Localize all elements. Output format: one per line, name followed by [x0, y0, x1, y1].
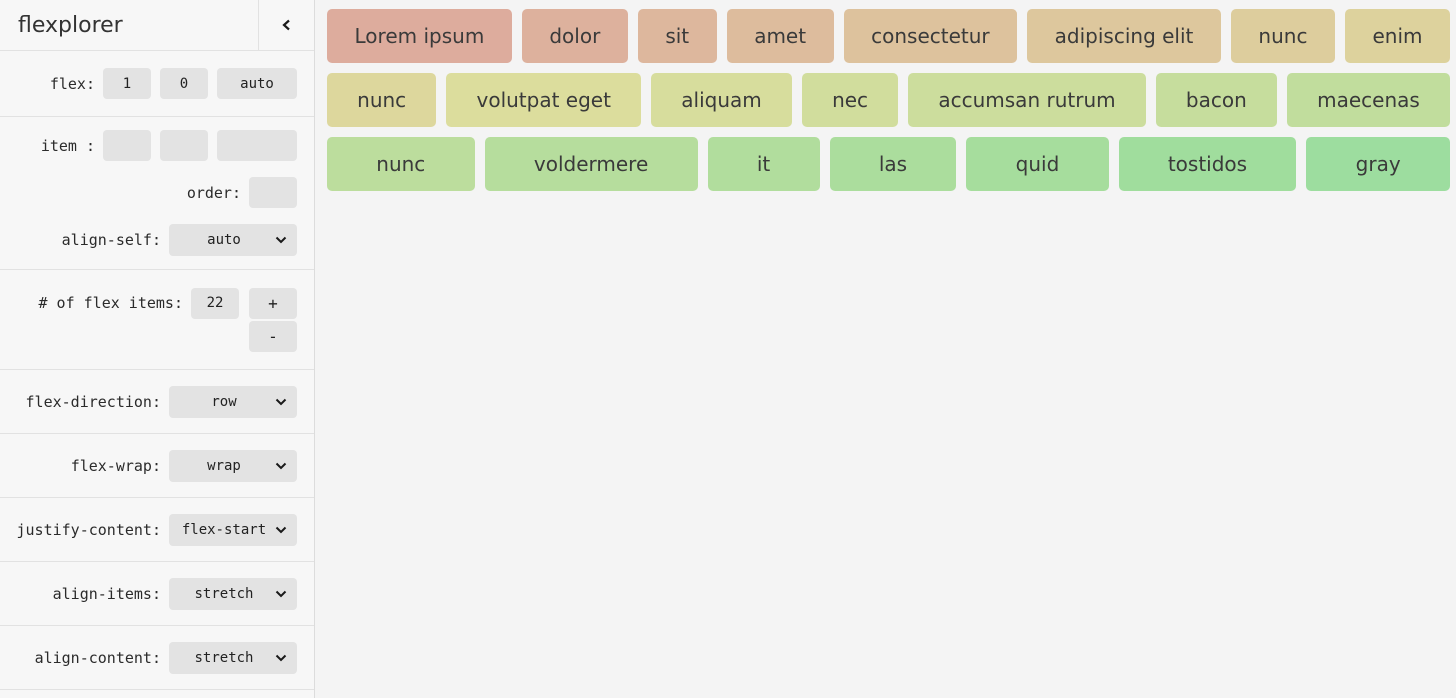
flex-direction-select[interactable]: row [169, 385, 297, 418]
align-content-label: align-content: [34, 648, 161, 667]
align-items-select[interactable]: stretch [169, 577, 297, 610]
flex-wrap-value: wrap [207, 457, 241, 474]
app-header: flexplorer [0, 0, 314, 51]
chevron-down-icon [275, 236, 287, 244]
chevron-down-icon [275, 398, 287, 405]
section-align-items: align-items: stretch [0, 562, 314, 626]
section-flex-items-count: # of flex items: + - [0, 270, 314, 370]
chevron-down-icon [275, 526, 287, 533]
section-justify-content: justify-content: flex-start [0, 498, 314, 562]
collapse-sidebar-button[interactable] [258, 0, 314, 50]
align-items-label: align-items: [52, 584, 161, 603]
flex-item: voldermere [484, 137, 698, 191]
justify-content-value: flex-start [181, 521, 267, 538]
section-flex-direction: flex-direction: row [0, 370, 314, 434]
section-align-content: align-content: stretch [0, 626, 314, 690]
flex-item: bacon [1155, 73, 1277, 127]
align-self-select[interactable]: auto [169, 224, 297, 256]
item-shrink-input[interactable] [160, 130, 208, 161]
flex-item: nunc [327, 73, 437, 127]
item-grow-input[interactable] [103, 130, 151, 161]
flex-items-count-input[interactable] [191, 287, 239, 319]
page-title: flexplorer [18, 12, 123, 38]
flex-items-count-label: # of flex items: [38, 293, 184, 312]
flex-item: Lorem ipsum [327, 9, 512, 63]
align-items-value: stretch [194, 585, 254, 602]
section-flex: flex: [0, 51, 314, 117]
flex-basis-input[interactable] [217, 68, 297, 99]
flex-item: it [707, 137, 820, 191]
chevron-down-icon [275, 590, 287, 597]
count-stepper: + - [249, 287, 297, 352]
flex-item: consectetur [843, 9, 1018, 63]
section-item-overrides: item : order: align-self: auto [0, 117, 314, 270]
section-flex-wrap: flex-wrap: wrap [0, 434, 314, 498]
item-label: item : [40, 136, 95, 155]
flex-item: maecenas [1286, 73, 1450, 127]
flex-item: aliquam [651, 73, 792, 127]
flex-direction-label: flex-direction: [25, 392, 161, 411]
chevron-down-icon [275, 654, 287, 661]
flex-item: enim [1344, 9, 1451, 63]
sidebar: flexplorer flex: item : order: align-sel… [0, 0, 315, 698]
flex-item: accumsan rutrum [908, 73, 1146, 127]
flex-item: sit [637, 9, 717, 63]
flex-item: dolor [521, 9, 628, 63]
flex-item: tostidos [1118, 137, 1297, 191]
order-label: order: [186, 183, 241, 202]
align-content-value: stretch [194, 649, 254, 666]
increment-button[interactable]: + [249, 287, 297, 319]
flex-grow-input[interactable] [103, 68, 151, 99]
decrement-button[interactable]: - [249, 320, 297, 352]
chevron-down-icon [275, 462, 287, 469]
flex-item: amet [726, 9, 834, 63]
flex-item: nec [801, 73, 899, 127]
flex-shrink-input[interactable] [160, 68, 208, 99]
flex-item: adipiscing elit [1027, 9, 1221, 63]
align-content-select[interactable]: stretch [169, 641, 297, 674]
flex-item: quid [966, 137, 1109, 191]
justify-content-label: justify-content: [16, 520, 162, 539]
justify-content-select[interactable]: flex-start [169, 513, 297, 546]
align-self-label: align-self: [61, 231, 161, 249]
flex-item: nunc [1230, 9, 1335, 63]
flex-item: las [829, 137, 957, 191]
align-self-value: auto [207, 232, 241, 248]
flex-wrap-label: flex-wrap: [70, 456, 161, 475]
flex-direction-value: row [211, 393, 237, 410]
chevron-left-icon [281, 19, 290, 31]
order-input[interactable] [249, 177, 297, 208]
item-basis-input[interactable] [217, 130, 297, 161]
flex-item: gray [1306, 137, 1450, 191]
flex-item: volutpat eget [446, 73, 642, 127]
flex-wrap-select[interactable]: wrap [169, 449, 297, 482]
flex-label: flex: [49, 74, 95, 93]
flex-item: nunc [327, 137, 475, 191]
